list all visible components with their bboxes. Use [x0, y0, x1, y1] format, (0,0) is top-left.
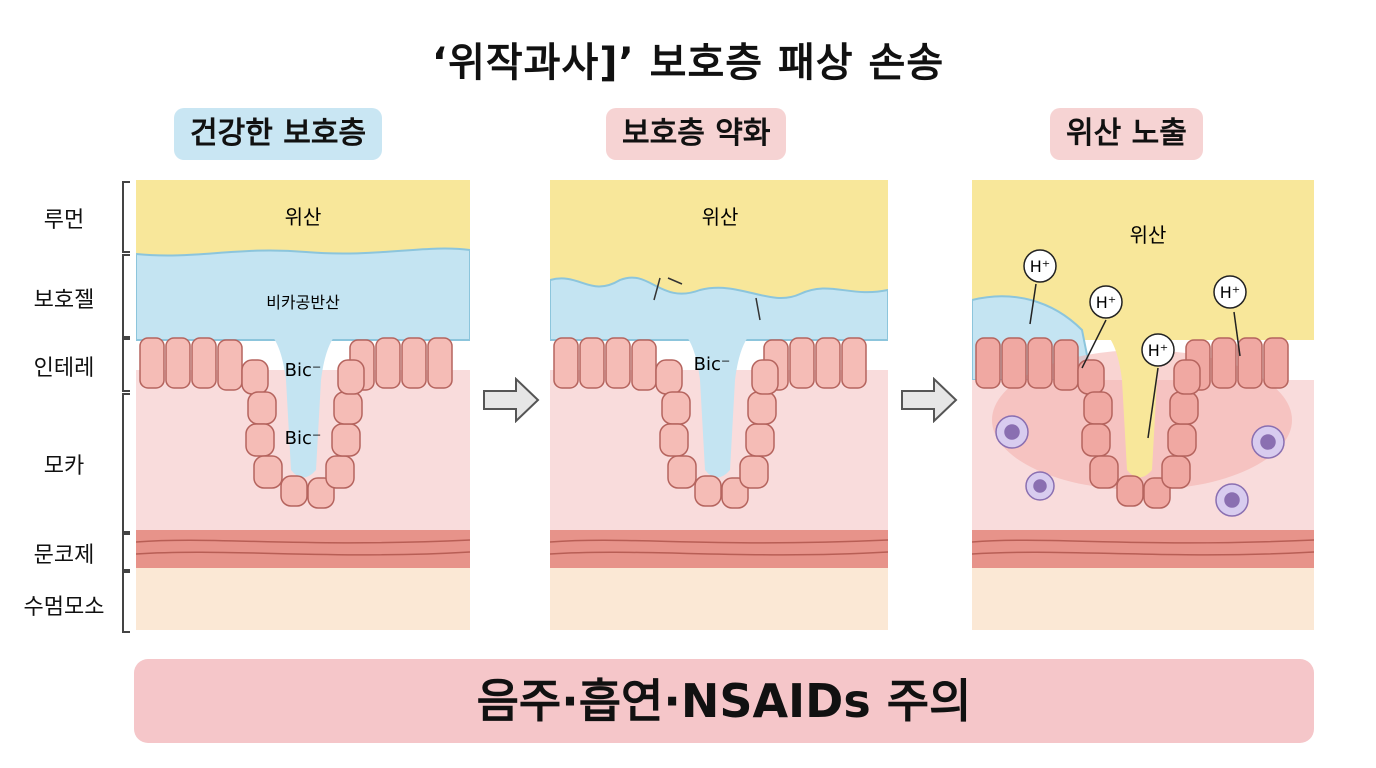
gel-layer — [136, 247, 470, 341]
epithelium-cells — [139, 337, 453, 509]
bracket-submucosa — [122, 571, 130, 633]
acid-label: 위산 — [1130, 223, 1167, 247]
bicarbonate-label: 비카공반산 — [266, 293, 340, 312]
stage-label-exposed: 위산 노출 — [1050, 108, 1203, 160]
stage-label-weakened: 보호층 약화 — [606, 108, 787, 160]
stage-label-healthy: 건강한 보호층 — [174, 108, 383, 160]
muscle-fibers — [972, 539, 1314, 556]
layer-label-mucosa: 모카 — [43, 454, 85, 479]
panel-healthy: 위산 비카공반산 Bic⁻ Bic⁻ — [136, 180, 470, 630]
progression-arrow-2 — [901, 377, 958, 423]
muscle-layer — [550, 530, 888, 568]
immune-cells — [995, 415, 1285, 517]
bic-label-upper: Bic⁻ — [285, 360, 322, 381]
h-ion-label-4: H⁺ — [1220, 283, 1240, 302]
submucosa-layer — [972, 568, 1314, 630]
muscle-fibers — [136, 539, 470, 556]
bracket-gel — [122, 254, 130, 338]
layer-label-muscle: 문코제 — [33, 543, 95, 568]
h-ion-label-2: H⁺ — [1096, 293, 1116, 312]
h-ion-label-3: H⁺ — [1148, 341, 1168, 360]
bracket-muscle — [122, 533, 130, 571]
submucosa-layer — [550, 568, 888, 630]
submucosa-layer — [136, 568, 470, 630]
layer-label-epithelium: 인테레 — [33, 356, 95, 381]
bic-label: Bic⁻ — [694, 354, 731, 375]
h-ion-label-1: H⁺ — [1030, 257, 1050, 276]
epithelium-cells — [975, 337, 1289, 509]
layer-label-gel: 보호젤 — [33, 288, 95, 313]
muscle-fibers — [550, 539, 888, 556]
bic-label-lower: Bic⁻ — [285, 428, 322, 449]
progression-arrow-1 — [483, 377, 540, 423]
h-ion-arrows — [1029, 283, 1241, 439]
gel-cracks — [653, 277, 761, 321]
gel-pit — [266, 330, 341, 478]
acid-pit — [1102, 330, 1177, 478]
panel-exposed: H⁺ H⁺ H⁺ H⁺ 위산 — [972, 180, 1314, 630]
gel-pit — [680, 330, 755, 478]
panel-weakened: 위산 Bic⁻ — [550, 180, 888, 630]
bracket-mucosa — [122, 393, 130, 533]
page-title: ‘위작과사]’ 보호층 패상 손송 — [431, 40, 945, 86]
muscle-layer — [972, 530, 1314, 568]
bracket-lumen — [122, 181, 130, 253]
warning-banner: 음주·흡연·NSAIDs 주의 — [134, 659, 1314, 743]
h-ion-circles — [1023, 249, 1247, 367]
muscle-layer — [136, 530, 470, 568]
acid-label: 위산 — [702, 205, 739, 229]
epithelium-cells — [553, 337, 867, 509]
gel-layer — [550, 276, 888, 341]
bracket-epithelium — [122, 338, 130, 392]
layer-label-submucosa: 수멈모소 — [23, 595, 105, 620]
acid-label: 위산 — [285, 205, 322, 229]
layer-label-lumen: 루먼 — [43, 208, 85, 233]
